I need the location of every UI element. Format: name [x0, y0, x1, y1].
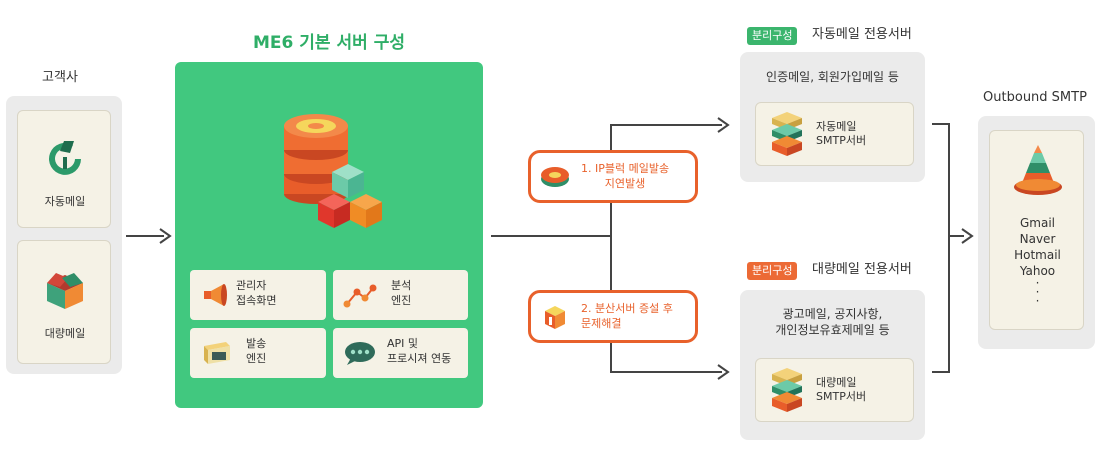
outbound-item: ·	[1035, 276, 1040, 290]
outbound-item: Naver	[1019, 232, 1056, 246]
arrow-customer-head	[159, 228, 172, 244]
connector-branch-vertical	[610, 124, 612, 372]
sending-engine-icon	[204, 342, 230, 364]
arrow-customer-line	[126, 235, 164, 237]
analysis-graph-icon	[343, 284, 377, 308]
auto-smtp-label: 자동메일 SMTP서버	[816, 120, 867, 148]
smtp-stack-icon	[772, 368, 802, 412]
issue-ip-block-label: 1. IP블럭 메일발송 지연발생	[581, 162, 670, 190]
megaphone-icon	[204, 284, 227, 306]
auto-smtp-card: 자동메일 SMTP서버	[755, 102, 914, 166]
feature-admin-label: 관리자 접속화면	[236, 279, 277, 307]
connector-to-bulk	[610, 371, 722, 373]
feature-sending-label: 발송 엔진	[246, 337, 267, 365]
bulk-mail-card: 대량메일	[17, 240, 111, 364]
outbound-item: Gmail	[1019, 216, 1055, 230]
api-chat-icon	[345, 342, 375, 365]
bracket-top	[932, 123, 950, 125]
feature-analysis: 분석 엔진	[333, 270, 468, 320]
connector-to-auto	[610, 124, 722, 126]
bracket-out	[948, 235, 964, 237]
customer-title: 고객사	[42, 70, 78, 85]
bulk-smtp-label: 대량메일 SMTP서버	[816, 376, 867, 404]
arrow-to-auto-head	[717, 117, 730, 133]
arrow-to-bulk-head	[717, 364, 730, 380]
auto-mail-icon	[49, 141, 81, 175]
bulk-mail-label: 대량메일	[44, 327, 86, 340]
feature-api: API 및 프로시져 연동	[333, 328, 468, 378]
bulk-smtp-card: 대량메일 SMTP서버	[755, 358, 914, 422]
issue-distributed: 2. 분산서버 증설 후 문제해결	[528, 290, 698, 343]
smtp-stack-icon	[772, 112, 802, 156]
outbound-title: Outbound SMTP	[983, 90, 1087, 105]
outbound-item: ·	[1035, 285, 1040, 299]
arrow-outbound-head	[961, 228, 974, 244]
auto-mail-label: 자동메일	[44, 195, 86, 208]
bulk-server-title: 대량메일 전용서버	[812, 262, 912, 277]
me6-title: ME6 기본 서버 구성	[253, 33, 405, 53]
auto-server-title: 자동메일 전용서버	[812, 27, 912, 42]
outbound-item: Yahoo	[1019, 264, 1056, 278]
distributed-server-icon	[545, 306, 565, 329]
auto-server-desc: 인증메일, 회원가입메일 등	[766, 70, 899, 84]
ip-block-icon	[541, 167, 569, 187]
bracket-vertical	[948, 123, 950, 373]
bulk-mail-box-icon	[47, 273, 83, 309]
bulk-server-desc: 광고메일, 공지사항, 개인정보유효제메일 등	[775, 307, 890, 337]
auto-server-tag: 분리구성	[747, 27, 798, 45]
outbound-item: ·	[1035, 294, 1040, 308]
feature-analysis-label: 분석 엔진	[391, 279, 412, 307]
connector-me6-main	[491, 235, 612, 237]
auto-mail-card: 자동메일	[17, 110, 111, 228]
feature-admin: 관리자 접속화면	[190, 270, 326, 320]
issue-ip-block: 1. IP블럭 메일발송 지연발생	[528, 150, 698, 203]
outbound-card: Gmail Naver Hotmail Yahoo · · ·	[989, 130, 1084, 330]
outbound-list: Gmail Naver Hotmail Yahoo · · ·	[990, 215, 1085, 308]
bracket-bottom	[932, 371, 950, 373]
feature-api-label: API 및 프로시져 연동	[387, 337, 452, 365]
outbound-item: Hotmail	[1014, 248, 1061, 262]
database-server-icon	[284, 114, 382, 228]
feature-sending: 발송 엔진	[190, 328, 326, 378]
outbound-cone-icon	[1014, 145, 1062, 195]
issue-distributed-label: 2. 분산서버 증설 후 문제해결	[581, 302, 673, 330]
bulk-server-tag: 분리구성	[747, 262, 798, 280]
